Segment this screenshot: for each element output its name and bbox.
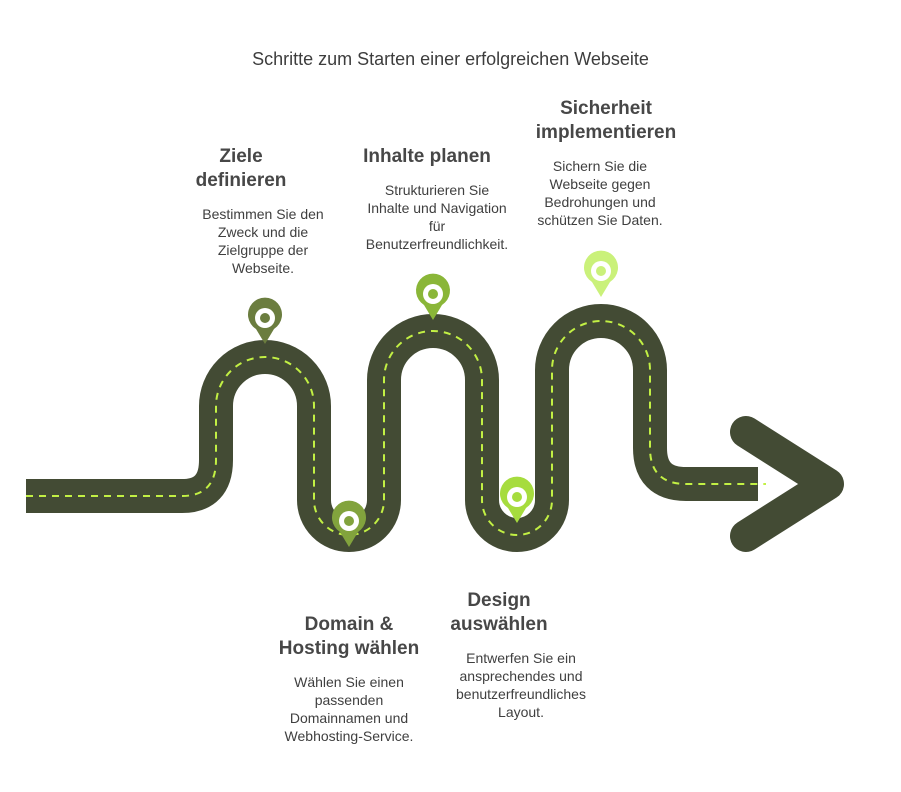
location-pin-icon xyxy=(248,297,282,344)
location-pin-icon xyxy=(332,500,366,547)
step-4-description: Entwerfen Sie ein ansprechendes und benu… xyxy=(456,650,586,720)
step-3-description: Strukturieren Sie Inhalte und Navigation… xyxy=(365,182,509,252)
step-1-title: Ziele definieren xyxy=(195,146,287,191)
location-pin-icon xyxy=(500,476,534,523)
step-2-title: Domain & Hosting wählen xyxy=(278,614,420,659)
road-center-line xyxy=(26,320,766,536)
step-2-description: Wählen Sie einen passenden Domainnamen u… xyxy=(284,674,414,744)
location-pin-icon xyxy=(584,250,618,297)
step-5-description: Sichern Sie die Webseite gegen Bedrohung… xyxy=(537,158,663,228)
diagram-title: Schritte zum Starten einer erfolgreichen… xyxy=(252,49,649,69)
step-3-title: Inhalte planen xyxy=(363,146,491,167)
location-pin-icon xyxy=(416,273,450,320)
road-arrowhead xyxy=(730,416,844,552)
step-5-title: Sicherheit implementieren xyxy=(535,98,677,143)
step-4-title: Design auswählen xyxy=(450,590,548,635)
step-1-description: Bestimmen Sie den Zweck und die Zielgrup… xyxy=(202,206,324,276)
